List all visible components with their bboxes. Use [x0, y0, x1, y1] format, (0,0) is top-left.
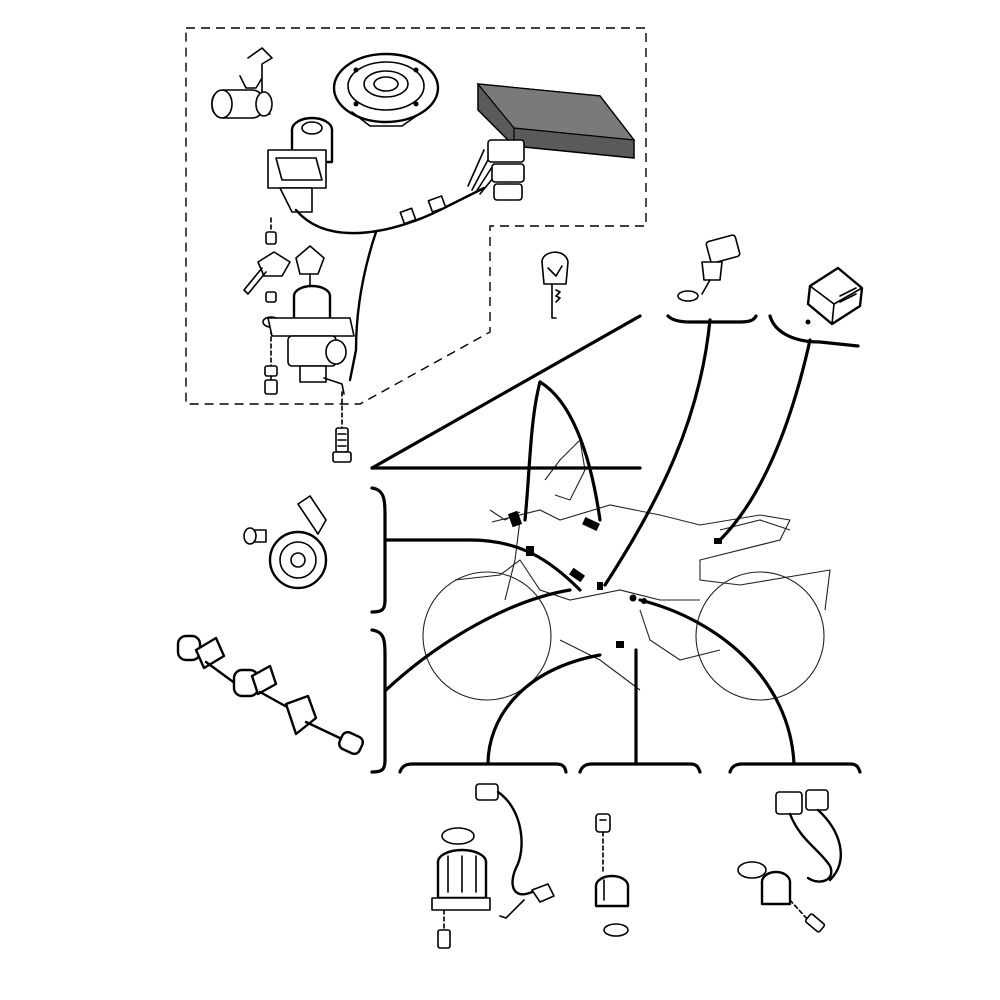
steering-lock — [267, 284, 355, 395]
main-switch — [267, 116, 334, 213]
lower-mount-bolt — [332, 391, 352, 463]
neutral-switch-sensor — [431, 783, 555, 949]
relay-connector — [805, 266, 864, 326]
fuel-cap-lock — [332, 52, 440, 127]
handlebar-switches — [176, 634, 364, 756]
key-icon — [541, 251, 569, 319]
seat-lock-cylinder — [211, 47, 273, 119]
wire-harness — [294, 139, 525, 382]
keys — [243, 245, 325, 295]
speed-sensor — [737, 789, 842, 933]
horn-icon — [243, 495, 328, 590]
oil-level-bolt — [594, 813, 630, 937]
leader-lines — [370, 314, 862, 774]
mounting-bolts — [262, 217, 280, 395]
on-bike-markers — [507, 510, 722, 648]
temperature-sensor — [677, 234, 741, 302]
motorcycle-outline — [422, 438, 831, 701]
